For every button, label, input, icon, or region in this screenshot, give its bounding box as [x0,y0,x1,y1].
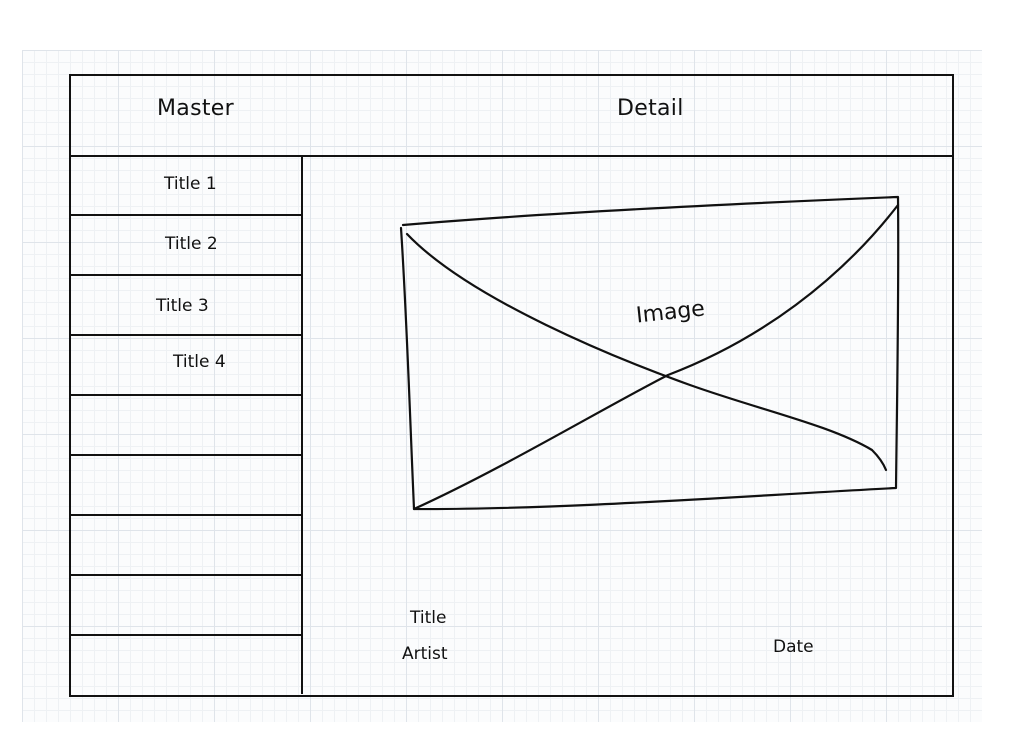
list-item[interactable] [69,576,302,636]
list-item-label: Title 1 [164,174,217,194]
detail-date-label: Date [773,637,814,657]
master-detail-divider [301,156,303,694]
detail-heading: Detail [617,96,684,121]
list-item-label: Title 2 [165,234,218,254]
list-item[interactable] [69,516,302,576]
detail-title-label: Title [410,608,447,628]
list-item[interactable]: Title 4 [69,336,302,396]
master-heading: Master [157,96,234,121]
list-item[interactable]: Title 3 [69,276,302,336]
list-item[interactable] [69,396,302,456]
image-placeholder-outline [399,195,900,511]
list-item[interactable] [69,456,302,516]
detail-artist-label: Artist [402,644,448,664]
list-item[interactable]: Title 1 [69,156,302,216]
image-placeholder-diagonal [412,203,900,511]
list-item-label: Title 3 [156,296,209,316]
grid-paper-background [22,50,982,722]
list-item-label: Title 4 [173,352,226,372]
wireframe-outline [69,74,954,697]
master-list: Title 1 Title 2 Title 3 Title 4 [69,156,302,696]
image-placeholder-diagonal [405,232,888,472]
header-divider [69,155,952,157]
list-item[interactable]: Title 2 [69,216,302,276]
